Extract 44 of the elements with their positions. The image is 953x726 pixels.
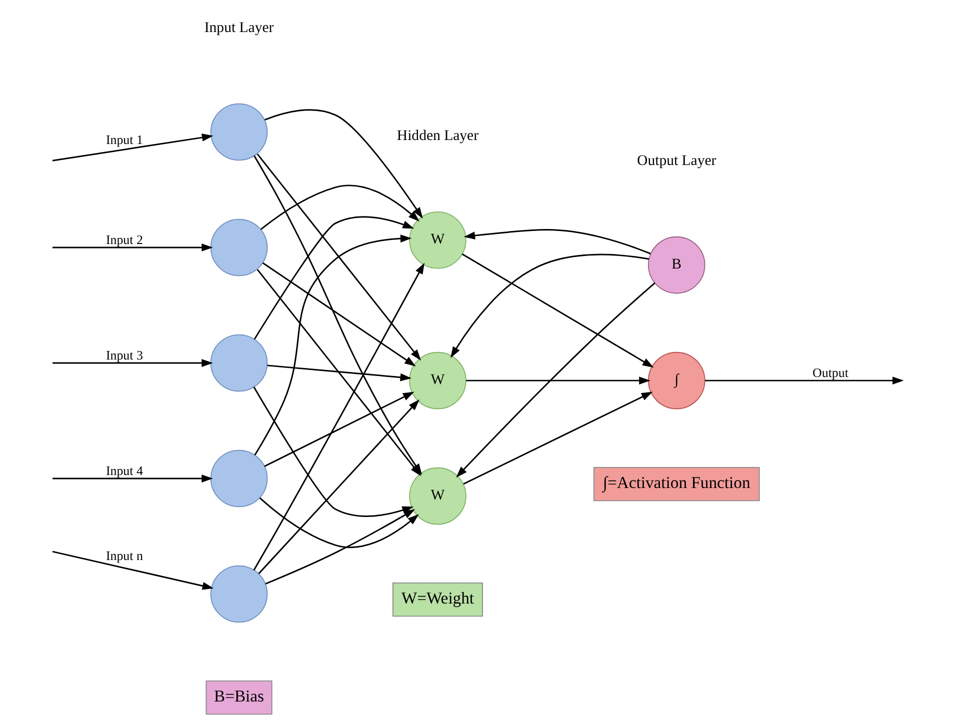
arrow: [462, 392, 652, 485]
node-circle: [210, 450, 268, 508]
node-circle: [210, 103, 268, 161]
arrow: [463, 229, 650, 254]
arrow: [252, 386, 414, 517]
arrow: [264, 509, 415, 584]
arrow: [52, 359, 212, 367]
edge-label: Input 2: [105, 232, 142, 247]
arrow: [256, 154, 421, 361]
arrow: [252, 262, 424, 570]
arrow: [266, 364, 412, 382]
arrow: [52, 550, 214, 590]
node-circle: B: [647, 236, 705, 294]
legend-label: ∫=Activation Function: [602, 473, 750, 492]
arrow: [450, 254, 649, 358]
arrow: [262, 262, 416, 366]
arrow: [264, 109, 422, 219]
edge-label: Input n: [105, 548, 142, 564]
label: Hidden Layer: [396, 128, 478, 144]
arrow: [253, 216, 414, 340]
arrow: [260, 184, 420, 230]
arrow: [456, 282, 655, 478]
edge-label: Input 1: [105, 132, 142, 148]
legend-label: W=Weight: [400, 588, 474, 608]
edge-label: Input 4: [105, 463, 142, 478]
arrow: [264, 392, 414, 467]
node-circle: ∫: [647, 352, 705, 410]
arrow: [52, 134, 213, 162]
node-circle: [210, 565, 268, 623]
arrow: [461, 253, 654, 368]
node-circle: [210, 218, 268, 276]
arrow: [704, 376, 904, 385]
arrow: [254, 234, 412, 456]
arrow: [466, 376, 650, 385]
legend-label: B=Bias: [214, 686, 264, 706]
arrow: [52, 474, 212, 482]
arrow: [258, 399, 419, 574]
arrow: [52, 244, 212, 252]
edge-label: Output: [812, 365, 848, 380]
label: Output Layer: [636, 153, 716, 170]
edge-label: Input 3: [105, 347, 142, 362]
label: Input Layer: [204, 20, 274, 36]
arrow: [258, 497, 418, 548]
node-circle: [210, 334, 268, 392]
